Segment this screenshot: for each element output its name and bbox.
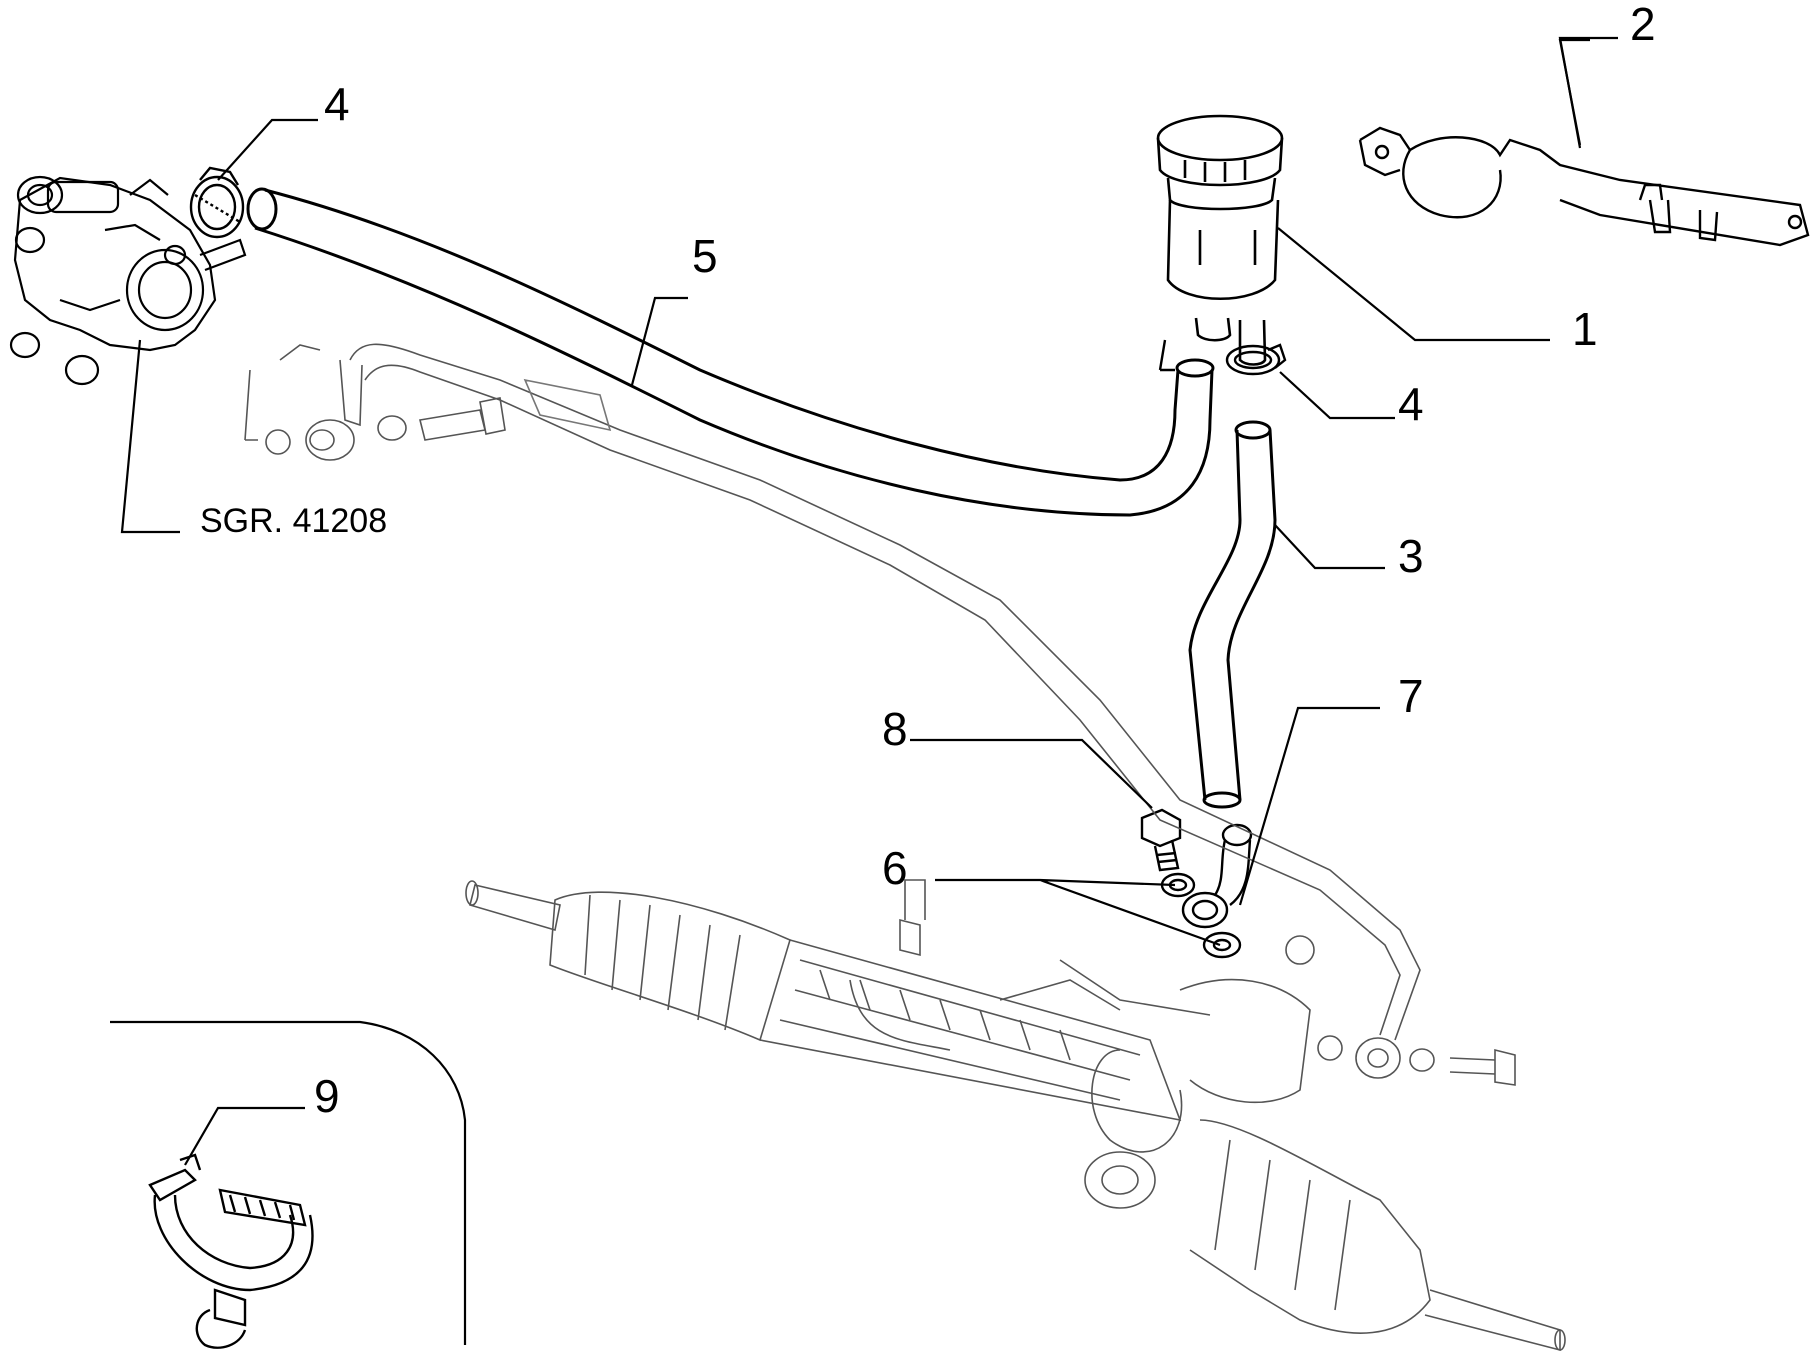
- power-steering-pump: [9, 175, 247, 386]
- fluid-reservoir: [1156, 114, 1284, 366]
- supply-hose: [1188, 420, 1277, 809]
- hose-clamp-lower: [1225, 343, 1287, 376]
- callout-9: 9: [314, 1070, 340, 1122]
- callout-4-upper: 4: [324, 78, 350, 130]
- callout-4-lower: 4: [1398, 378, 1424, 430]
- callout-8: 8: [882, 703, 908, 755]
- reservoir-bracket: [1358, 126, 1810, 247]
- callout-2: 2: [1630, 0, 1656, 50]
- reference-leader: [120, 339, 180, 534]
- union-pipe: [1181, 823, 1253, 929]
- hollow-bolt: [1140, 808, 1182, 872]
- pressure-pipe: [244, 343, 1421, 1041]
- return-hose: [246, 187, 1215, 517]
- callout-7: 7: [1398, 670, 1424, 722]
- hose-clip: [148, 1153, 314, 1349]
- short-hose-piece: [1158, 339, 1175, 372]
- steering-rack: [465, 879, 1566, 1352]
- callout-1: 1: [1572, 303, 1598, 355]
- pump-reference-label: SGR. 41208: [200, 502, 387, 540]
- inset-border: [110, 1020, 467, 1345]
- leader-lines: [184, 36, 1618, 1166]
- sealing-washers: [1160, 872, 1242, 959]
- callout-3: 3: [1398, 530, 1424, 582]
- callout-6: 6: [882, 842, 908, 894]
- callout-5: 5: [692, 230, 718, 282]
- hose-clamp-upper: [189, 166, 245, 239]
